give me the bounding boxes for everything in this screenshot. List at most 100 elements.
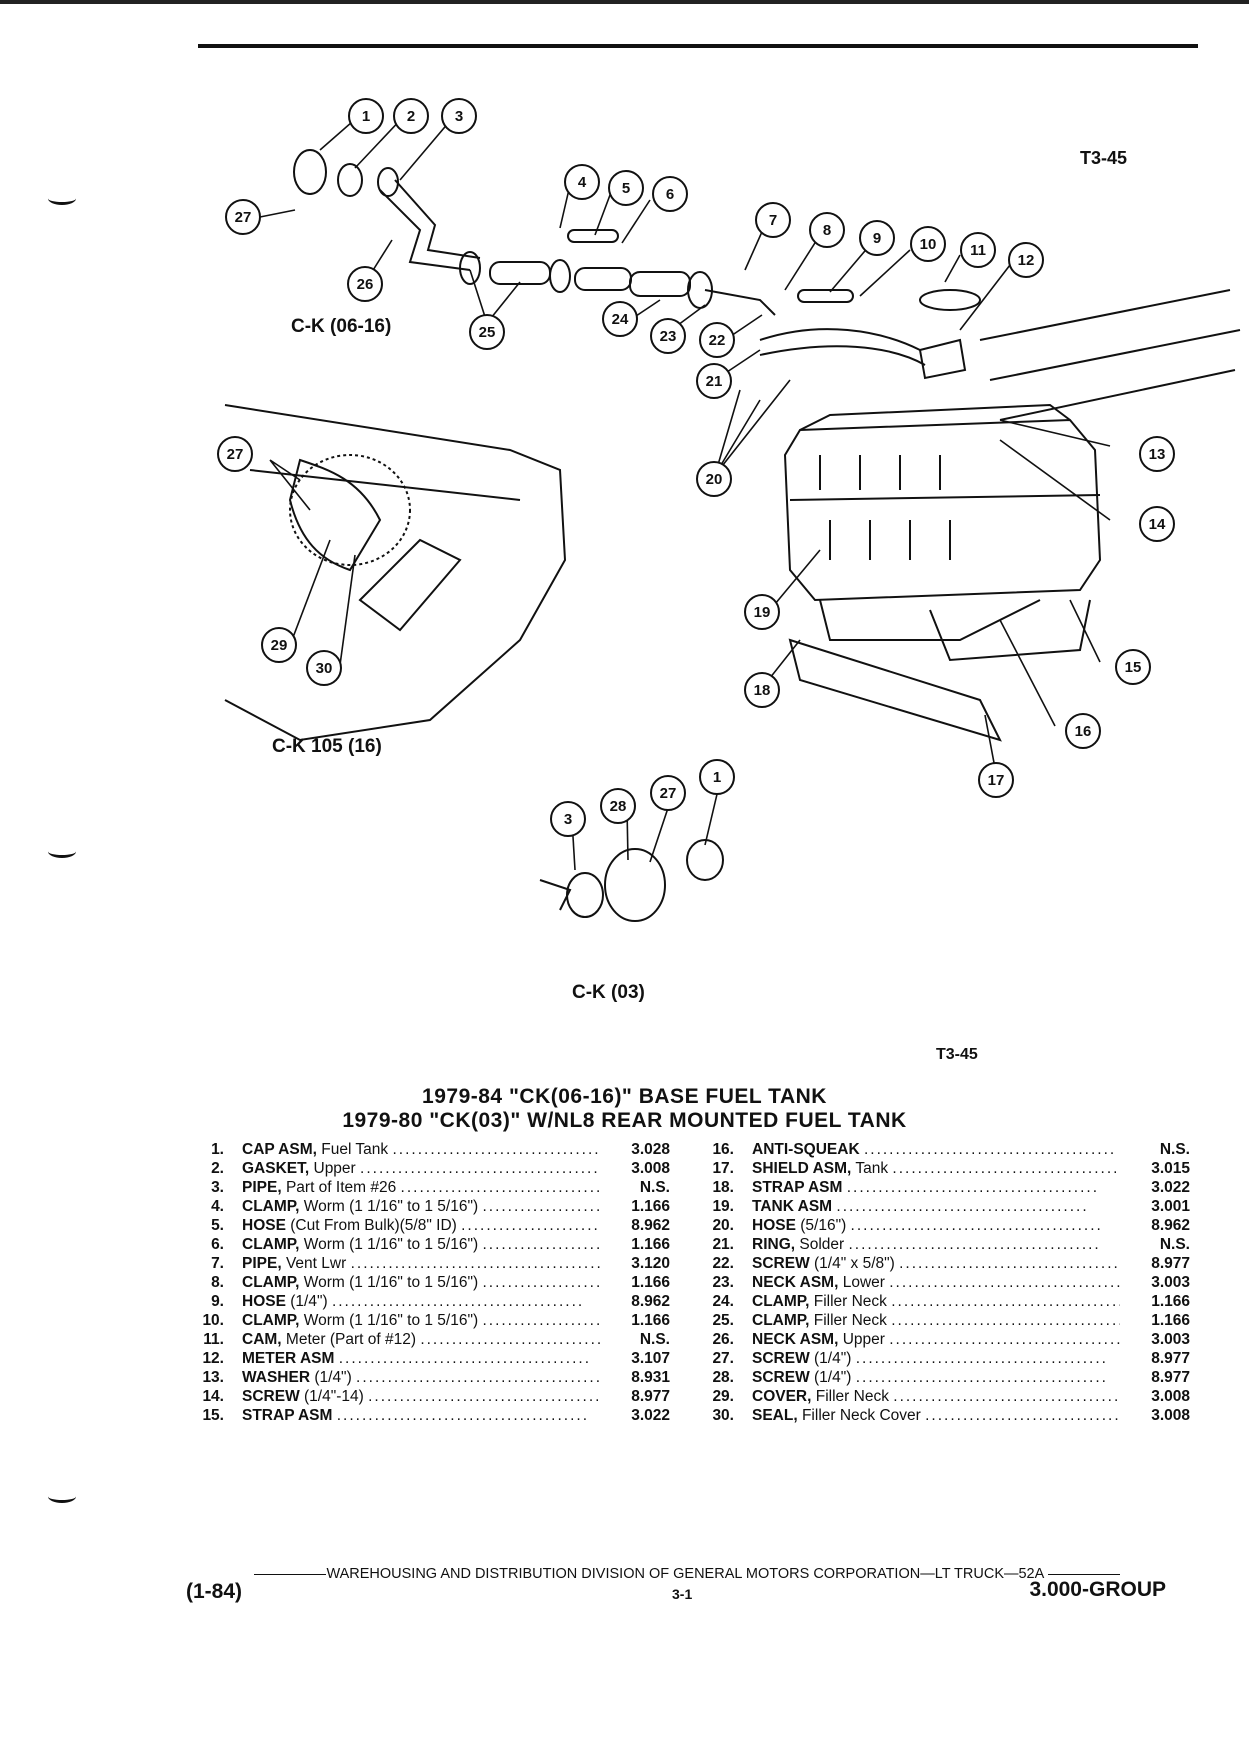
callout-28: 28 [610, 798, 627, 815]
upper-gasket [337, 163, 363, 197]
parts-list-row: 10.CLAMP, Worm (1 1/16" to 1 5/16") ....… [190, 1311, 670, 1330]
part-number: 28. [712, 1369, 734, 1386]
part-group-code: 1.166 [631, 1198, 670, 1215]
figure-code-top: T3-45 [1080, 148, 1128, 168]
callout-26: 26 [357, 276, 374, 293]
parts-list-row: 7.PIPE, Vent Lwr .......................… [190, 1254, 670, 1273]
callout-24: 24 [612, 311, 629, 328]
part-group-code: 3.008 [631, 1160, 670, 1177]
callout-17: 17 [988, 772, 1005, 789]
part-number: 2. [211, 1160, 224, 1177]
part-group-code: 8.977 [1151, 1369, 1190, 1386]
part-description: COVER, Filler Neck .....................… [752, 1388, 1120, 1405]
part-group-code: 3.022 [1151, 1179, 1190, 1196]
view-label-ck-06-16: C-K (06-16) [291, 316, 392, 337]
parts-list-row: 2. GASKET, Upper ........................… [190, 1159, 670, 1178]
parts-list-row: 11. CAM, Meter (Part of #12) ............… [190, 1330, 670, 1349]
callout-13: 13 [1149, 446, 1166, 463]
part-number: 9. [211, 1293, 224, 1310]
part-number: 22. [712, 1255, 734, 1272]
parts-list-row: 17.SHIELD ASM, Tank ....................… [700, 1159, 1190, 1178]
part-description: HOSE (5/16") ...........................… [752, 1217, 1103, 1234]
part-group-code: 1.166 [1151, 1293, 1190, 1310]
callout-18: 18 [754, 682, 771, 699]
parts-list-row: 27.SCREW (1/4") ........................… [700, 1349, 1190, 1368]
callout-22: 22 [709, 332, 726, 349]
parts-list-row: 24.CLAMP, Filler Neck ..................… [700, 1292, 1190, 1311]
part-description: NECK ASM, Lower ........................… [752, 1274, 1120, 1291]
parts-list-row: 26.NECK ASM, Upper .....................… [700, 1330, 1190, 1349]
part-description: CLAMP, Filler Neck .....................… [752, 1293, 1120, 1310]
parts-list-row: 14.SCREW (1/4"-14) .....................… [190, 1387, 670, 1406]
binder-mark [48, 845, 76, 858]
callout-19: 19 [754, 604, 771, 621]
part-description: ANTI-SQUEAK ............................… [752, 1141, 1117, 1158]
part-number: 14. [202, 1388, 224, 1405]
part-group-code: 1.166 [631, 1312, 670, 1329]
view-label-ck-105-16: C-K 105 (16) [272, 736, 382, 757]
callout-3: 3 [455, 108, 463, 125]
callout-12: 12 [1018, 252, 1035, 269]
part-number: 6. [211, 1236, 224, 1253]
part-group-code: 3.003 [1151, 1274, 1190, 1291]
parts-list-row: 6. CLAMP, Worm (1 1/16" to 1 5/16") .....… [190, 1235, 670, 1254]
header-rule [198, 44, 1198, 48]
lower-neck [704, 289, 776, 316]
parts-list-row: 15. STRAP ASM ...........................… [190, 1406, 670, 1425]
parts-list-row: 9.HOSE (1/4") ..........................… [190, 1292, 670, 1311]
meter-cam [919, 289, 981, 311]
part-number: 11. [203, 1331, 224, 1348]
part-number: 13. [202, 1369, 224, 1386]
binder-mark [48, 192, 76, 205]
callout-6: 6 [666, 186, 674, 203]
part-group-code: 3.120 [631, 1255, 670, 1272]
part-description: CLAMP, Worm (1 1/16" to 1 5/16") .......… [242, 1198, 600, 1215]
tank-shield [788, 638, 1002, 742]
part-group-code: N.S. [639, 1179, 670, 1196]
part-group-code: N.S. [1159, 1236, 1190, 1253]
parts-list-row: 13.WASHER (1/4") .......................… [190, 1368, 670, 1387]
meter-asm [918, 338, 967, 380]
callout-27: 27 [660, 785, 677, 802]
part-number: 26. [712, 1331, 734, 1348]
parts-list-row: 23.NECK ASM, Lower .....................… [700, 1273, 1190, 1292]
part-group-code: 3.003 [1151, 1331, 1190, 1348]
part-number: 1. [211, 1141, 224, 1158]
part-description: RING, Solder ...........................… [752, 1236, 1101, 1253]
part-number: 18. [712, 1179, 734, 1196]
part-description: CLAMP, Worm (1 1/16" to 1 5/16") .......… [242, 1236, 600, 1253]
parts-list-row: 30.SEAL, Filler Neck Cover .............… [700, 1406, 1190, 1425]
footer-division-line: WAREHOUSING AND DISTRIBUTION DIVISION OF… [212, 1566, 1162, 1582]
callout-30: 30 [316, 660, 333, 677]
part-group-code: 3.008 [1151, 1407, 1190, 1424]
filler-neck-cover [288, 458, 382, 572]
fuel-tank [783, 418, 1102, 602]
part-description: CAM, Meter (Part of #12) ...............… [242, 1331, 600, 1348]
part-description: GASKET, Upper ..........................… [242, 1160, 600, 1177]
callout-11: 11 [970, 242, 986, 259]
part-number: 15. [202, 1407, 224, 1424]
part-group-code: 8.962 [631, 1293, 670, 1310]
part-description: METER ASM ..............................… [242, 1350, 592, 1367]
part-description: SCREW (1/4") ...........................… [752, 1369, 1108, 1386]
part-description: SEAL, Filler Neck Cover ................… [752, 1407, 1120, 1424]
parts-list-row: 29.COVER, Filler Neck ..................… [700, 1387, 1190, 1406]
footer-date-code: (1-84) [186, 1580, 243, 1603]
part-description: STRAP ASM ..............................… [242, 1407, 590, 1424]
part-number: 12. [202, 1350, 224, 1367]
parts-list-row: 28. SCREW (1/4") ........................… [700, 1368, 1190, 1387]
part-description: TANK ASM ...............................… [752, 1198, 1089, 1215]
part-number: 17. [712, 1160, 734, 1177]
part-group-code: N.S. [1159, 1141, 1190, 1158]
part-group-code: 1.166 [631, 1236, 670, 1253]
parts-list-row: 18.STRAP ASM ...........................… [700, 1178, 1190, 1197]
part-group-code: 3.015 [1151, 1160, 1190, 1177]
part-number: 27. [712, 1350, 734, 1367]
footer-division-text: WAREHOUSING AND DISTRIBUTION DIVISION OF… [326, 1566, 1044, 1582]
parts-list-row: 12. METER ASM ...........................… [190, 1349, 670, 1368]
callout-16: 16 [1075, 723, 1092, 740]
part-number: 3. [211, 1179, 224, 1196]
footer-dash-left [254, 1573, 327, 1575]
part-number: 7. [211, 1255, 224, 1272]
part-group-code: N.S. [639, 1331, 670, 1348]
